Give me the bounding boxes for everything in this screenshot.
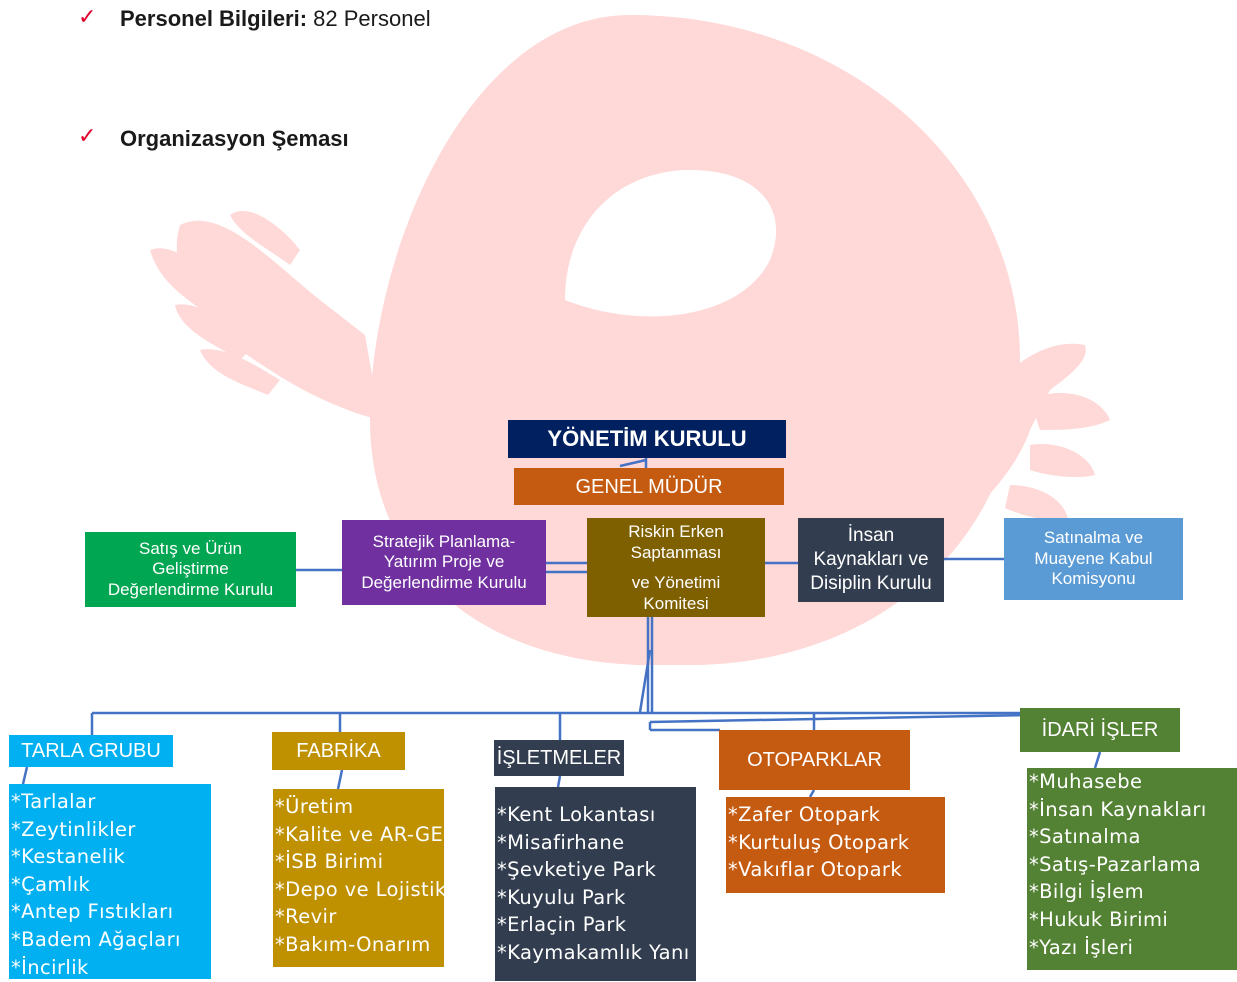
- list-item: *Hukuk Birimi: [1029, 907, 1169, 931]
- committee-label: Komisyonu: [1051, 569, 1136, 589]
- committee-label: ve Yönetimi: [631, 572, 721, 592]
- personnel-info: Personel Bilgileri: 82 Personel: [120, 6, 431, 31]
- list-item: *Üretim: [275, 795, 354, 818]
- committee-label: Satınalma ve: [1043, 528, 1144, 548]
- list-item: *Çamlık: [11, 872, 91, 896]
- unit-title: TARLA GRUBU: [21, 740, 161, 762]
- unit-title: OTOPARKLAR: [747, 749, 882, 771]
- list-item: *Misafirhane: [497, 830, 625, 854]
- list-item: *Yazı İşleri: [1029, 935, 1134, 959]
- factory-list: *Üretim *Kalite ve AR-GE *İSB Birimi *De…: [273, 789, 447, 967]
- unit-title: FABRİKA: [296, 740, 381, 762]
- board-of-directors-label: YÖNETİM KURULU: [547, 425, 747, 451]
- board-of-directors-box: YÖNETİM KURULU: [508, 420, 786, 458]
- field-group-title-box: TARLA GRUBU: [9, 735, 173, 767]
- list-item: *Badem Ağaçları: [11, 927, 181, 951]
- list-item: *Satınalma: [1029, 825, 1141, 849]
- businesses-list: *Kent Lokantası *Misafirhane *Şevketiye …: [495, 787, 696, 981]
- unit-title: İŞLETMELER: [496, 747, 622, 769]
- list-item: *Şevketiye Park: [497, 858, 657, 882]
- administrative-list: *Muhasebe *İnsan Kaynakları *Satınalma *…: [1027, 768, 1237, 970]
- list-item: *Kalite ve AR-GE: [275, 822, 444, 846]
- committee-label: Disiplin Kurulu: [810, 572, 932, 594]
- general-manager-box: GENEL MÜDÜR: [514, 468, 784, 505]
- committee-label: Komitesi: [643, 593, 709, 613]
- list-item: *Kaymakamlık Yanı: [497, 940, 690, 964]
- risk-committee-box: Riskin Erken Saptanması ve Yönetimi Komi…: [587, 518, 765, 617]
- checkmark-icon: ✓: [78, 5, 97, 30]
- list-item: *Muhasebe: [1029, 770, 1143, 793]
- list-item: *Antep Fıstıkları: [11, 900, 174, 924]
- car-parks-list: *Zafer Otopark *Kurtuluş Otopark *Vakıfl…: [726, 797, 945, 893]
- factory-title-box: FABRİKA: [272, 732, 405, 770]
- purchase-inspection-committee-box: Satınalma ve Muayene Kabul Komisyonu: [1004, 518, 1183, 600]
- committee-label: İnsan: [847, 525, 895, 547]
- businesses-title-box: İŞLETMELER: [494, 740, 624, 776]
- list-item: *Depo ve Lojistik: [275, 877, 447, 901]
- committee-label: Riskin Erken: [628, 522, 724, 541]
- list-item: *Bilgi İşlem: [1029, 880, 1145, 904]
- checkmark-icon: ✓: [78, 124, 97, 149]
- list-item: *İnsan Kaynakları: [1029, 797, 1207, 821]
- committee-label: Kaynakları ve: [813, 549, 929, 571]
- list-item: *İSB Birimi: [275, 850, 384, 874]
- strategic-planning-committee-box: Stratejik Planlama- Yatırım Proje ve Değ…: [342, 520, 546, 605]
- list-item: *Bakım-Onarım: [275, 932, 431, 956]
- unit-title: İDARİ İŞLER: [1041, 719, 1159, 741]
- general-manager-label: GENEL MÜDÜR: [575, 475, 723, 498]
- org-chart-heading: Organizasyon Şeması: [120, 126, 349, 151]
- field-group-list: *Tarlalar *Zeytinlikler *Kestanelik *Çam…: [9, 784, 211, 979]
- committee-label: Geliştirme: [152, 559, 229, 579]
- list-item: *Erlaçin Park: [497, 913, 627, 937]
- list-item: *Kent Lokantası: [497, 803, 656, 826]
- hr-discipline-committee-box: İnsan Kaynakları ve Disiplin Kurulu: [798, 518, 944, 602]
- committee-label: Değerlendirme Kurulu: [107, 579, 274, 599]
- car-parks-title-box: OTOPARKLAR: [719, 730, 910, 790]
- list-item: *Zeytinlikler: [11, 817, 136, 841]
- list-item: *Vakıflar Otopark: [728, 858, 903, 882]
- list-item: *Satış-Pazarlama: [1029, 852, 1202, 876]
- committee-label: Değerlendirme Kurulu: [361, 572, 527, 592]
- administrative-title-box: İDARİ İŞLER: [1020, 708, 1180, 752]
- list-item: *Tarlalar: [11, 790, 96, 813]
- committee-label: Saptanması: [630, 543, 722, 563]
- committee-label: Yatırım Proje ve: [383, 552, 505, 572]
- list-item: *Kestanelik: [11, 845, 126, 869]
- list-item: *İncirlik: [11, 955, 89, 979]
- committee-label: Muayene Kabul: [1034, 548, 1153, 568]
- list-item: *Kuyulu Park: [497, 885, 626, 909]
- list-item: *Zafer Otopark: [728, 803, 881, 826]
- sales-product-committee-box: Satış ve Ürün Geliştirme Değerlendirme K…: [85, 532, 296, 607]
- list-item: *Kurtuluş Otopark: [728, 830, 910, 854]
- committee-label: Satış ve Ürün: [139, 538, 242, 558]
- list-item: *Revir: [275, 905, 337, 929]
- committee-label: Stratejik Planlama-: [372, 531, 516, 551]
